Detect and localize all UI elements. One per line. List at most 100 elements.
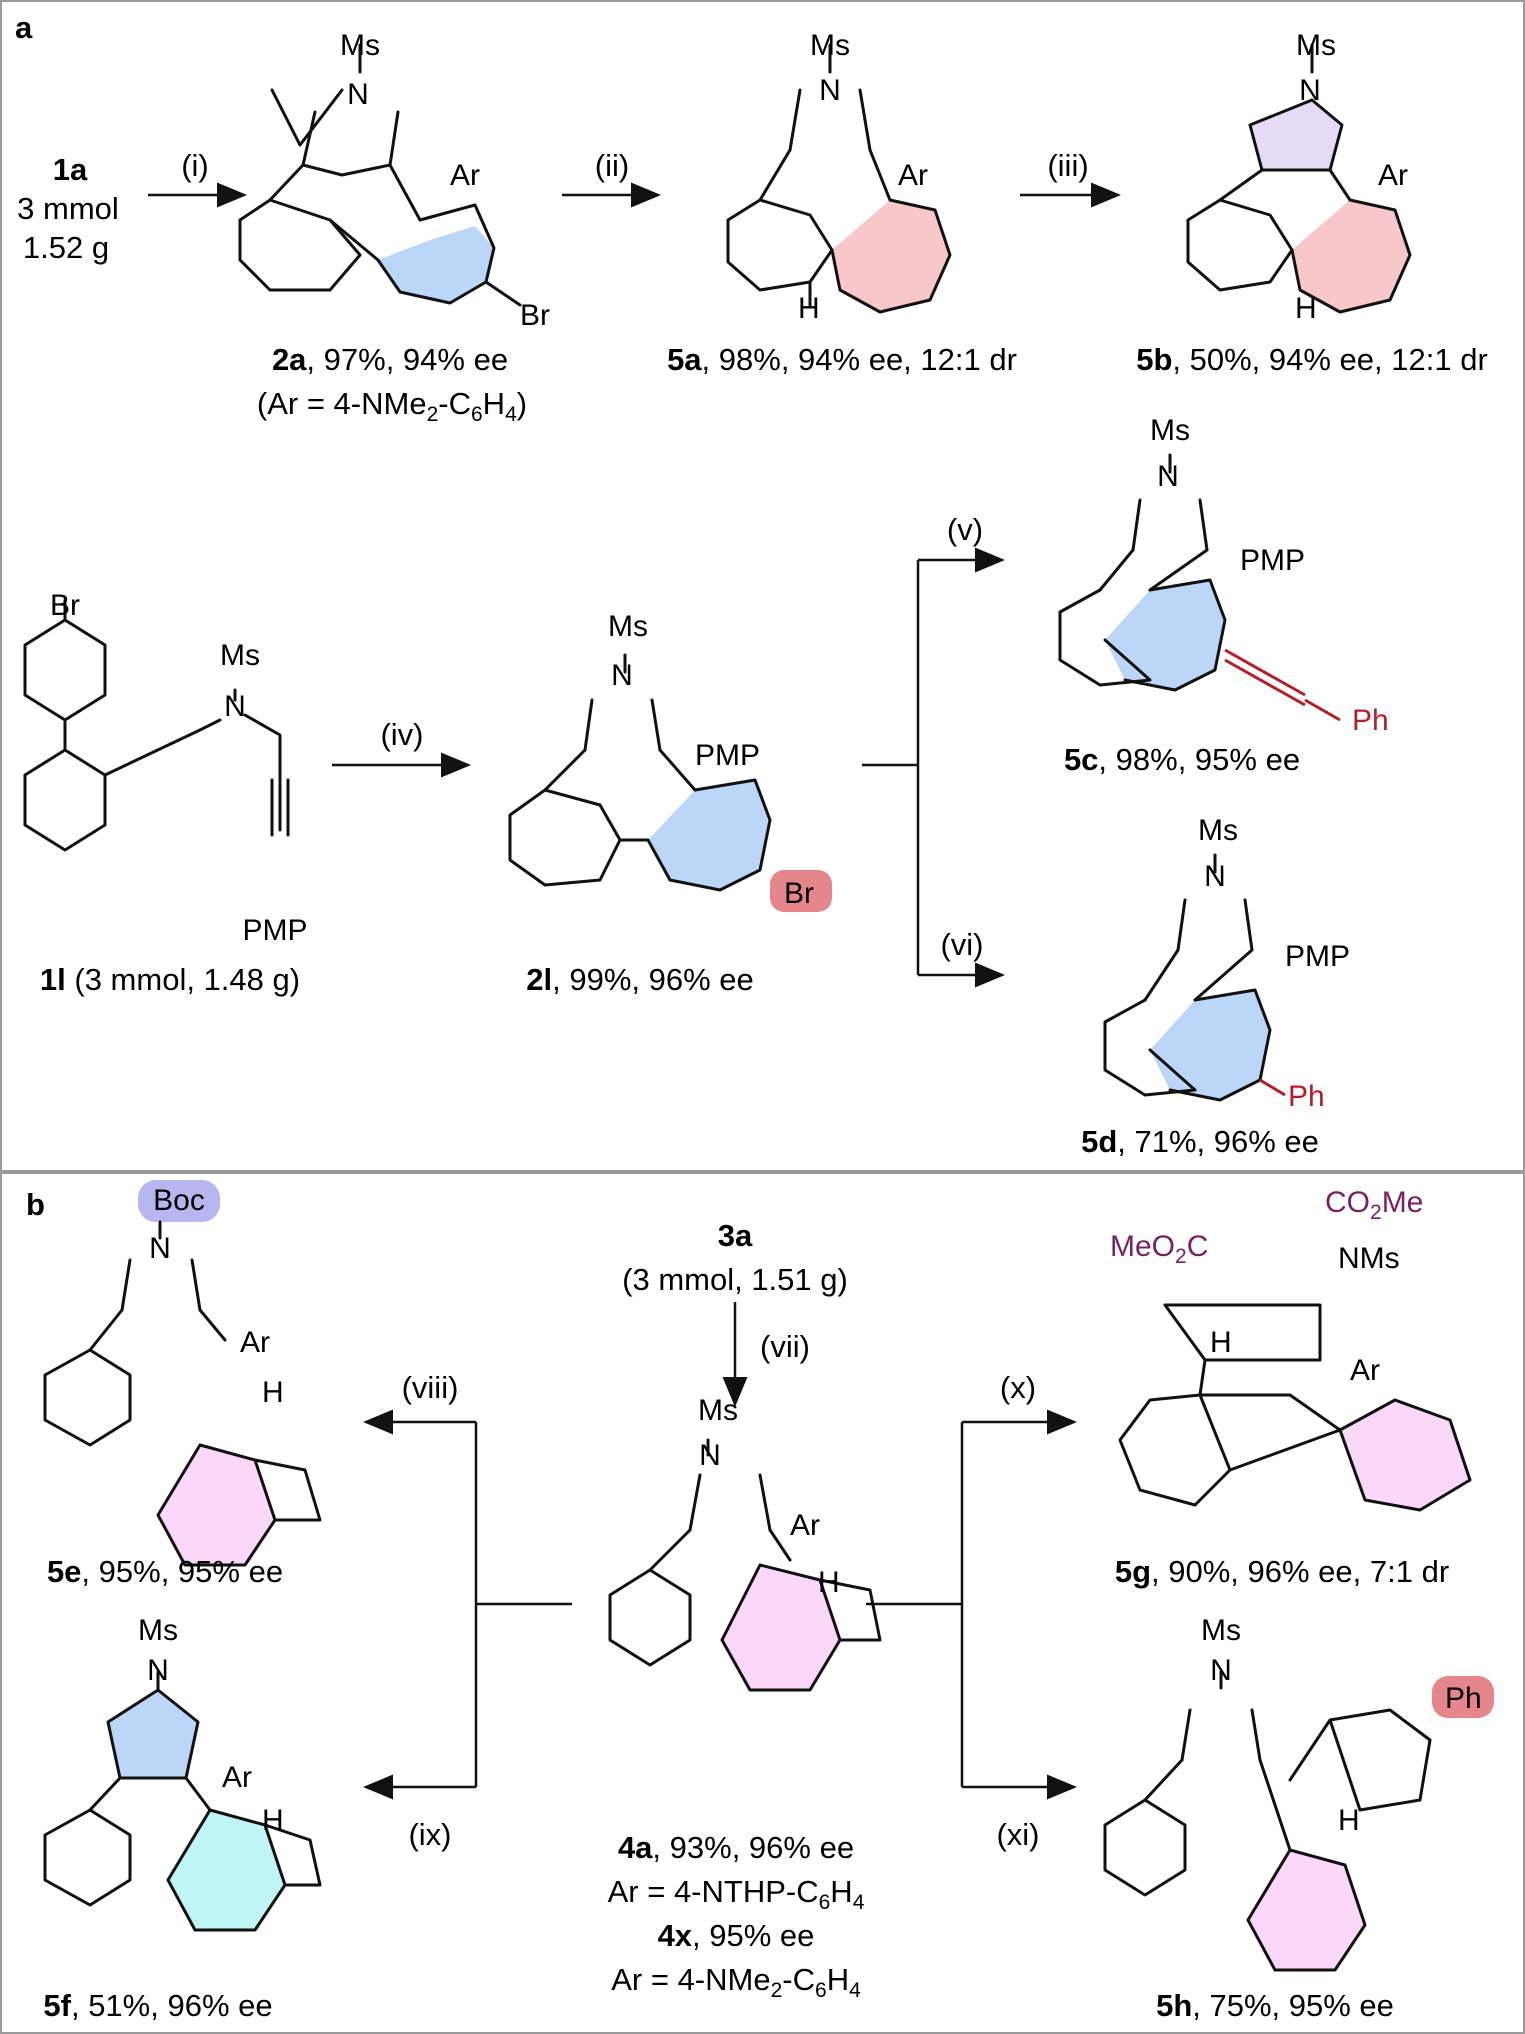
svg-text:N: N: [347, 78, 369, 111]
structure-5b: Ms N Ar H: [1186, 29, 1412, 325]
svg-text:Ar: Ar: [1378, 159, 1408, 192]
svg-text:(3 mmol, 1.51 g): (3 mmol, 1.51 g): [622, 1262, 848, 1297]
panel-a-frame: [0, 0, 1525, 1172]
svg-text:Ar = 4-NMe2-C6H4: Ar = 4-NMe2-C6H4: [611, 1962, 861, 2002]
svg-text:CO2Me: CO2Me: [1325, 1186, 1423, 1224]
svg-text:N: N: [611, 659, 633, 692]
svg-text:H: H: [262, 1804, 284, 1837]
structure-4a: Ms N Ar H: [608, 1394, 882, 1692]
compound-4a-caption: 4a, 93%, 96% ee Ar = 4-NTHP-C6H4 4x, 95%…: [608, 1830, 865, 2002]
svg-text:H: H: [818, 1566, 840, 1599]
svg-text:Ph: Ph: [1288, 1080, 1325, 1113]
panel-a-label: a: [15, 10, 33, 45]
svg-text:Ar: Ar: [898, 159, 928, 192]
step-x-label: (x): [1000, 1370, 1036, 1405]
compound-2a-caption: 2a, 97%, 94% ee (Ar = 4-NMe2-C6H4): [257, 342, 527, 426]
svg-text:N: N: [699, 1439, 721, 1472]
svg-text:Ar: Ar: [450, 159, 480, 192]
compound-5f-caption: 5f, 51%, 96% ee: [43, 1988, 272, 2023]
svg-text:H: H: [262, 1376, 284, 1409]
svg-text:N: N: [147, 1654, 169, 1687]
structure-5f: Ms N Ar H: [43, 1614, 322, 1932]
structure-2l: Ms N PMP Br: [508, 610, 832, 912]
compound-1a-label: 1a 3 mmol 1.52 g: [17, 152, 119, 265]
svg-text:PMP: PMP: [695, 739, 760, 772]
structure-5h: Ms N Ph H: [1103, 1614, 1494, 1972]
svg-text:NMs: NMs: [1338, 1242, 1400, 1275]
svg-text:Boc: Boc: [153, 1184, 205, 1217]
svg-text:Ar: Ar: [1350, 1354, 1380, 1387]
svg-text:PMP: PMP: [1285, 940, 1350, 973]
svg-text:Ar = 4-NTHP-C6H4: Ar = 4-NTHP-C6H4: [608, 1874, 865, 1914]
panel-b-label: b: [26, 1187, 45, 1222]
branch-line-b-right: [866, 1422, 964, 1787]
structure-2a: Ms N Ar Br: [238, 29, 550, 332]
svg-text:(Ar = 4-NMe2-C6H4): (Ar = 4-NMe2-C6H4): [257, 386, 527, 426]
svg-text:Ph: Ph: [1352, 704, 1389, 737]
compound-1l-caption: 1l (3 mmol, 1.48 g): [40, 962, 300, 997]
svg-text:Ms: Ms: [1198, 814, 1238, 847]
svg-text:4a, 93%, 96% ee: 4a, 93%, 96% ee: [618, 1830, 854, 1865]
compound-5a-caption: 5a, 98%, 94% ee, 12:1 dr: [667, 342, 1017, 377]
compound-5g-caption: 5g, 90%, 96% ee, 7:1 dr: [1115, 1554, 1449, 1589]
svg-text:1a: 1a: [53, 152, 88, 187]
step-v-label: (v): [947, 512, 983, 547]
svg-text:Ms: Ms: [608, 610, 648, 643]
step-iii-label: (iii): [1047, 148, 1088, 183]
svg-text:H: H: [1338, 1804, 1360, 1837]
svg-text:Ms: Ms: [698, 1394, 738, 1427]
structure-5g: CO2Me MeO2C NMs H Ar: [1110, 1186, 1472, 1512]
svg-text:Ph: Ph: [1445, 1682, 1482, 1715]
compound-2l-caption: 2l, 99%, 96% ee: [526, 962, 754, 997]
step-iv-label: (iv): [380, 717, 423, 752]
svg-text:Br: Br: [50, 589, 80, 622]
svg-text:Ms: Ms: [810, 29, 850, 62]
svg-text:H: H: [798, 292, 820, 325]
step-vii-label: (vii): [760, 1329, 810, 1364]
svg-text:Ms: Ms: [340, 29, 380, 62]
svg-text:N: N: [819, 74, 841, 107]
structure-5a: Ms N Ar H: [726, 29, 952, 325]
svg-text:Ar: Ar: [790, 1509, 820, 1542]
svg-text:Ar: Ar: [240, 1326, 270, 1359]
svg-text:1.52 g: 1.52 g: [23, 230, 109, 265]
step-i-label: (i): [181, 148, 209, 183]
svg-text:Br: Br: [520, 299, 550, 332]
step-viii-label: (viii): [402, 1370, 459, 1405]
compound-5e-caption: 5e, 95%, 95% ee: [47, 1554, 283, 1589]
structure-5c: Ms N PMP Ph: [1058, 414, 1389, 737]
svg-text:N: N: [224, 690, 246, 723]
svg-text:N: N: [149, 1232, 171, 1265]
compound-5c-caption: 5c, 98%, 95% ee: [1064, 742, 1300, 777]
svg-text:MeO2C: MeO2C: [1110, 1230, 1208, 1268]
branch-line-b-left: [474, 1422, 572, 1787]
svg-text:PMP: PMP: [1240, 544, 1305, 577]
svg-text:H: H: [1210, 1326, 1232, 1359]
compound-3a-label: 3a (3 mmol, 1.51 g): [622, 1218, 848, 1297]
step-vi-label: (vi): [940, 927, 983, 962]
compound-5h-caption: 5h, 75%, 95% ee: [1156, 1988, 1394, 2023]
step-xi-label: (xi): [996, 1817, 1039, 1852]
svg-text:N: N: [1299, 74, 1321, 107]
svg-text:Ms: Ms: [1201, 1614, 1241, 1647]
svg-text:Ms: Ms: [1296, 29, 1336, 62]
step-ii-label: (ii): [595, 148, 629, 183]
svg-text:Ms: Ms: [138, 1614, 178, 1647]
svg-text:PMP: PMP: [242, 914, 307, 947]
structure-5d: Ms N PMP Ph: [1103, 814, 1350, 1113]
svg-text:H: H: [1295, 292, 1317, 325]
svg-text:Ar: Ar: [222, 1761, 252, 1794]
svg-text:3a: 3a: [718, 1218, 753, 1253]
panel-b-frame: [0, 1172, 1525, 2034]
svg-text:N: N: [1210, 1654, 1232, 1687]
structure-5e: Boc N Ar H: [43, 1180, 322, 1567]
structure-1l: Br N Ms PMP: [23, 589, 308, 947]
svg-text:Ms: Ms: [220, 639, 260, 672]
svg-text:Br: Br: [784, 877, 814, 910]
compound-5b-caption: 5b, 50%, 94% ee, 12:1 dr: [1136, 342, 1488, 377]
svg-text:3 mmol: 3 mmol: [17, 191, 119, 226]
svg-text:N: N: [1204, 860, 1226, 893]
svg-text:2a, 97%, 94% ee: 2a, 97%, 94% ee: [272, 342, 508, 377]
compound-5d-caption: 5d, 71%, 96% ee: [1081, 1124, 1319, 1159]
